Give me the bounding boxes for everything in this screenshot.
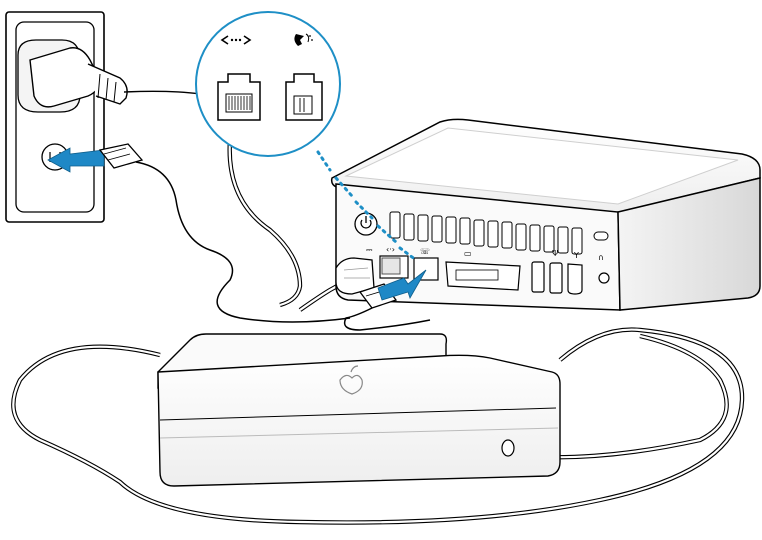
phone-connector-wall [98,143,144,169]
usb-port-1 [531,261,545,293]
usb-port-2 [549,262,563,294]
insert-phone-arrow [47,147,105,173]
power-port-label-icon: ⎓ [366,245,373,254]
mac-mini: ⎓ ‹·› ☏ ▭ Ψ Y ∩ [330,118,761,311]
phone-modem-port-icon [285,33,323,121]
vent-slots [389,211,583,255]
dvi-port [445,261,521,291]
ethernet-label-icon: ‹·› [386,245,395,254]
video-label-icon: ▭ [464,249,472,258]
port-callout [195,11,341,157]
headphone-jack [598,272,610,284]
ethernet-port-icon [217,35,261,121]
power-adapter [157,333,561,487]
insert-modem-arrow [377,269,427,301]
power-icon [360,216,372,229]
headphones-icon: ∩ [598,253,604,262]
wall-outlet [5,11,105,223]
power-plug [29,47,201,108]
apple-logo-icon [339,365,363,395]
usb-icon: Ψ [552,249,558,258]
phone-cable [135,161,351,323]
firewire-icon: Y [573,251,579,260]
firewire-port [567,263,583,295]
modem-label-icon: ☏ [420,247,430,256]
